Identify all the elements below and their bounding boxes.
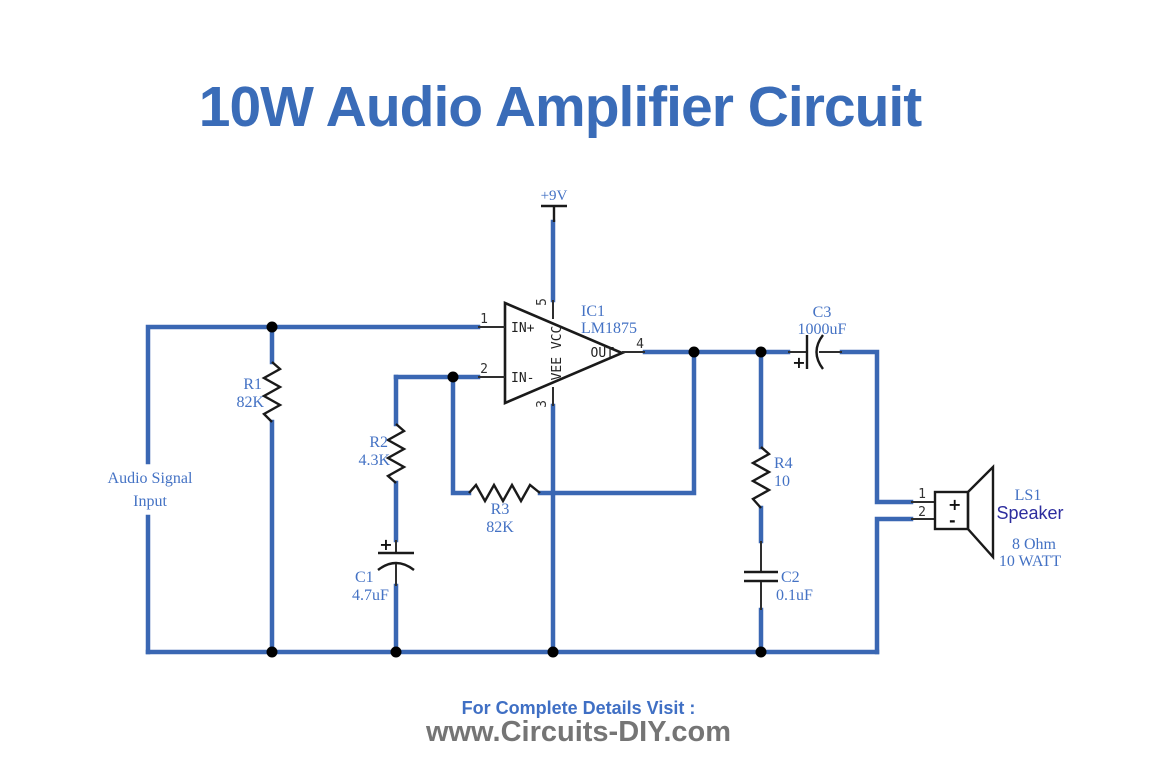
opamp-out-label: OUT: [591, 346, 615, 361]
c1-ref: C1: [355, 569, 374, 586]
footer-heading: For Complete Details Visit :: [461, 698, 696, 718]
wire-r3-right: [537, 349, 697, 496]
speaker-ls1: 1 2 + - LS1 Speaker 8 Ohm 10 WATT: [911, 464, 1064, 570]
speaker-name: Speaker: [996, 503, 1063, 523]
wire-c3-speaker: [839, 349, 914, 505]
speaker-pin2-number: 2: [918, 505, 926, 520]
opamp-in-plus-label: IN+: [511, 321, 535, 336]
r1-ref: R1: [243, 376, 262, 393]
opamp-pin1-number: 1: [480, 312, 488, 327]
junction-dot: [547, 646, 559, 658]
c2-value: 0.1uF: [776, 587, 813, 604]
c2-ref: C2: [781, 569, 800, 586]
audio-input-label: Audio Signal Input: [108, 470, 193, 510]
junction-dot: [755, 646, 767, 658]
power-symbol: +9V: [541, 188, 568, 222]
speaker-impedance: 8 Ohm: [1012, 536, 1057, 553]
wire-speaker-ground: [874, 516, 914, 655]
opamp-part: LM1875: [581, 320, 637, 337]
opamp-pin5-number: 5: [535, 298, 550, 306]
c3-plate-curved: [815, 334, 824, 370]
c1-value: 4.7uF: [352, 587, 389, 604]
resistor-r2: R2 4.3K: [358, 423, 407, 484]
resistor-r3: R3 82K: [468, 482, 541, 536]
r3-ref: R3: [491, 501, 510, 518]
speaker-ref: LS1: [1015, 487, 1042, 504]
opamp-pin2-number: 2: [480, 362, 488, 377]
speaker-power: 10 WATT: [999, 553, 1062, 570]
opamp-ref: IC1: [581, 303, 605, 320]
opamp-pin3-number: 3: [535, 400, 550, 408]
power-label: +9V: [541, 188, 568, 204]
resistor-zigzag: [750, 446, 772, 509]
r3-value: 82K: [486, 519, 514, 536]
c3-value: 1000uF: [798, 321, 847, 338]
r4-ref: R4: [774, 455, 793, 472]
capacitor-c3: + C3 1000uF: [788, 304, 847, 372]
wire-r3-left: [450, 374, 472, 496]
resistor-r1: R1 82K: [236, 361, 283, 423]
junction-dot: [755, 346, 767, 358]
opamp-ic1: 1 2 4 5 3 IN+ IN- OUT VEE VCC IC1 LM1875: [478, 298, 645, 408]
opamp-rails-label: VEE VCC: [550, 326, 565, 381]
input-label-line1: Audio Signal: [108, 470, 193, 487]
resistor-zigzag: [261, 361, 283, 423]
wire-input-top: [145, 324, 481, 465]
speaker-cone-icon: [966, 464, 995, 561]
capacitor-c2: C2 0.1uF: [744, 541, 813, 610]
speaker-minus: -: [949, 511, 956, 530]
speaker-pin1-number: 1: [918, 487, 926, 502]
r2-ref: R2: [369, 434, 388, 451]
input-label-line2: Input: [133, 493, 167, 510]
junction-dot: [447, 371, 459, 383]
footer-url: www.Circuits-DIY.com: [425, 716, 732, 748]
r2-value: 4.3K: [358, 452, 390, 469]
resistor-r4: R4 10: [750, 446, 793, 509]
page-title: 10W Audio Amplifier Circuit: [198, 75, 923, 139]
speaker-plus: +: [948, 495, 961, 514]
power-rail-icon: [541, 204, 567, 222]
junction-dot: [390, 646, 402, 658]
junction-dot: [266, 321, 278, 333]
c1-polarity: +: [379, 535, 392, 554]
c3-polarity: +: [792, 353, 805, 372]
c1-plate-curved: [377, 561, 415, 571]
resistor-zigzag: [468, 482, 541, 504]
junction-dots: [266, 321, 767, 658]
resistor-zigzag: [385, 423, 407, 484]
r4-value: 10: [774, 473, 790, 490]
junction-dot: [266, 646, 278, 658]
c3-ref: C3: [813, 304, 832, 321]
capacitor-c1: + C1 4.7uF: [352, 535, 415, 604]
r1-value: 82K: [236, 394, 264, 411]
opamp-pin4-number: 4: [636, 337, 644, 352]
opamp-triangle: [503, 301, 626, 405]
opamp-in-minus-label: IN-: [511, 371, 534, 386]
junction-dot: [688, 346, 700, 358]
